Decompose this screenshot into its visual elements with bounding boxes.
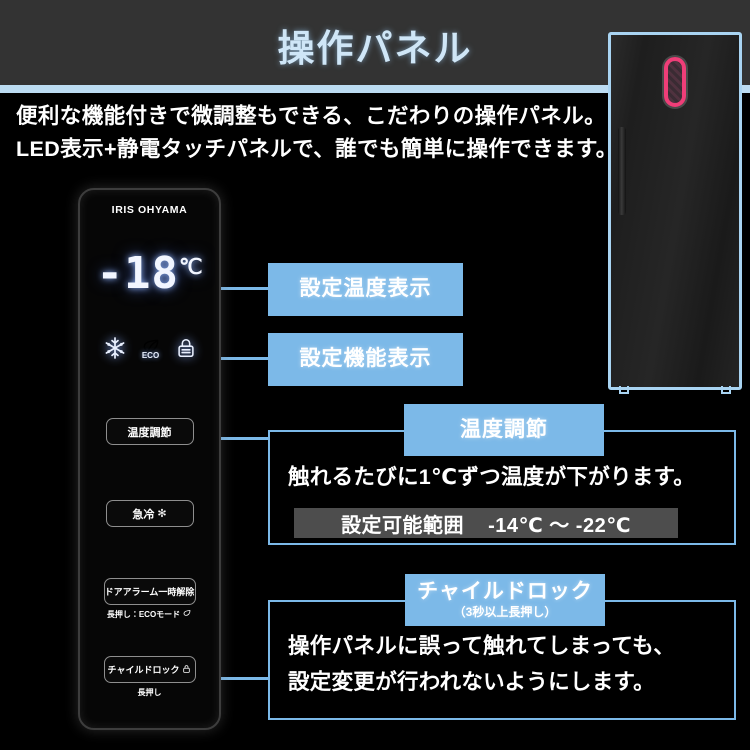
button-child-lock-label: チャイルドロック <box>107 665 180 675</box>
control-panel-highlight-marker <box>664 57 686 107</box>
intro-line-1: 便利な機能付きで微調整もできる、こだわりの操作パネル。 <box>16 104 607 128</box>
button-door-alarm-mute-label: ドアアラーム一時解除 <box>104 587 195 597</box>
freezer-illustration <box>608 32 742 394</box>
button-temperature-adjust-label: 温度調節 <box>127 426 172 439</box>
control-panel[interactable]: IRIS OHYAMA -18℃ <box>78 188 221 730</box>
door-alarm-sub-text: 長押し：ECOモード <box>106 610 181 619</box>
temperature-range-label: 設定可能範囲 <box>341 514 465 537</box>
led-temperature-unit: ℃ <box>178 255 203 279</box>
lock-icon <box>175 336 197 360</box>
page-title: 操作パネル <box>277 28 473 69</box>
button-quick-freeze-label: 急冷 <box>132 508 155 521</box>
child-lock-sub-text: 長押し <box>137 688 162 697</box>
freezer-door-handle <box>618 127 626 215</box>
button-quick-freeze[interactable]: 急冷 ✻ <box>105 500 194 527</box>
connector-func-display <box>221 357 271 360</box>
child-lock-body-line-2: 設定変更が行われないようにします。 <box>288 670 655 694</box>
badge-temperature-display: 設定温度表示 <box>268 263 463 316</box>
badge-temperature-adjust-label: 温度調節 <box>460 417 548 441</box>
led-temperature-value: -18 <box>96 248 179 299</box>
connector-temp-adjust <box>221 437 270 440</box>
padlock-small-icon <box>182 664 191 676</box>
badge-child-lock-sublabel: （3秒以上長押し） <box>453 605 557 620</box>
intro-line-2: LED表示+静電タッチパネルで、誰でも簡単に操作できます。 <box>16 137 618 162</box>
connector-temp-display <box>221 287 271 290</box>
badge-temperature-display-label: 設定温度表示 <box>299 277 432 301</box>
badge-function-display: 設定機能表示 <box>268 333 463 386</box>
badge-child-lock: チャイルドロック （3秒以上長押し） <box>405 574 605 626</box>
eco-label: ECO <box>141 350 160 360</box>
header-divider <box>0 85 750 93</box>
intro-copy: 便利な機能付きで微調整もできる、こだわりの操作パネル。 LED表示+静電タッチパ… <box>16 100 618 167</box>
connector-child-lock <box>221 677 270 680</box>
temperature-range-bar: 設定可能範囲 -14℃ ～ -22℃ <box>294 508 678 538</box>
temperature-range-value: -14℃ ～ -22℃ <box>488 514 631 537</box>
led-temperature-display: -18℃ <box>80 252 219 296</box>
freezer-foot-left <box>619 386 629 394</box>
badge-child-lock-label: チャイルドロック <box>417 579 593 603</box>
freezer-foot-right <box>721 386 731 394</box>
asterisk-icon: ✻ <box>157 508 167 520</box>
badge-function-display-label: 設定機能表示 <box>299 347 432 371</box>
button-door-alarm-mute-sublabel: 長押し：ECOモード <box>80 609 219 620</box>
button-temperature-adjust[interactable]: 温度調節 <box>105 418 194 445</box>
led-status-icons: ECO <box>80 336 219 360</box>
brand-logo: IRIS OHYAMA <box>111 204 188 216</box>
button-door-alarm-mute[interactable]: ドアアラーム一時解除 <box>103 578 196 605</box>
button-child-lock[interactable]: チャイルドロック <box>103 656 196 683</box>
eco-leaf-icon: ECO <box>140 337 162 360</box>
snowflake-icon <box>103 336 127 360</box>
temperature-adjust-body: 触れるたびに1℃ずつ温度が下がります。 <box>288 465 696 489</box>
badge-temperature-adjust: 温度調節 <box>404 404 604 456</box>
eco-leaf-small-icon <box>182 609 192 620</box>
button-child-lock-sublabel: 長押し <box>80 687 219 698</box>
child-lock-body-line-1: 操作パネルに誤って触れてしまっても、 <box>288 634 676 658</box>
